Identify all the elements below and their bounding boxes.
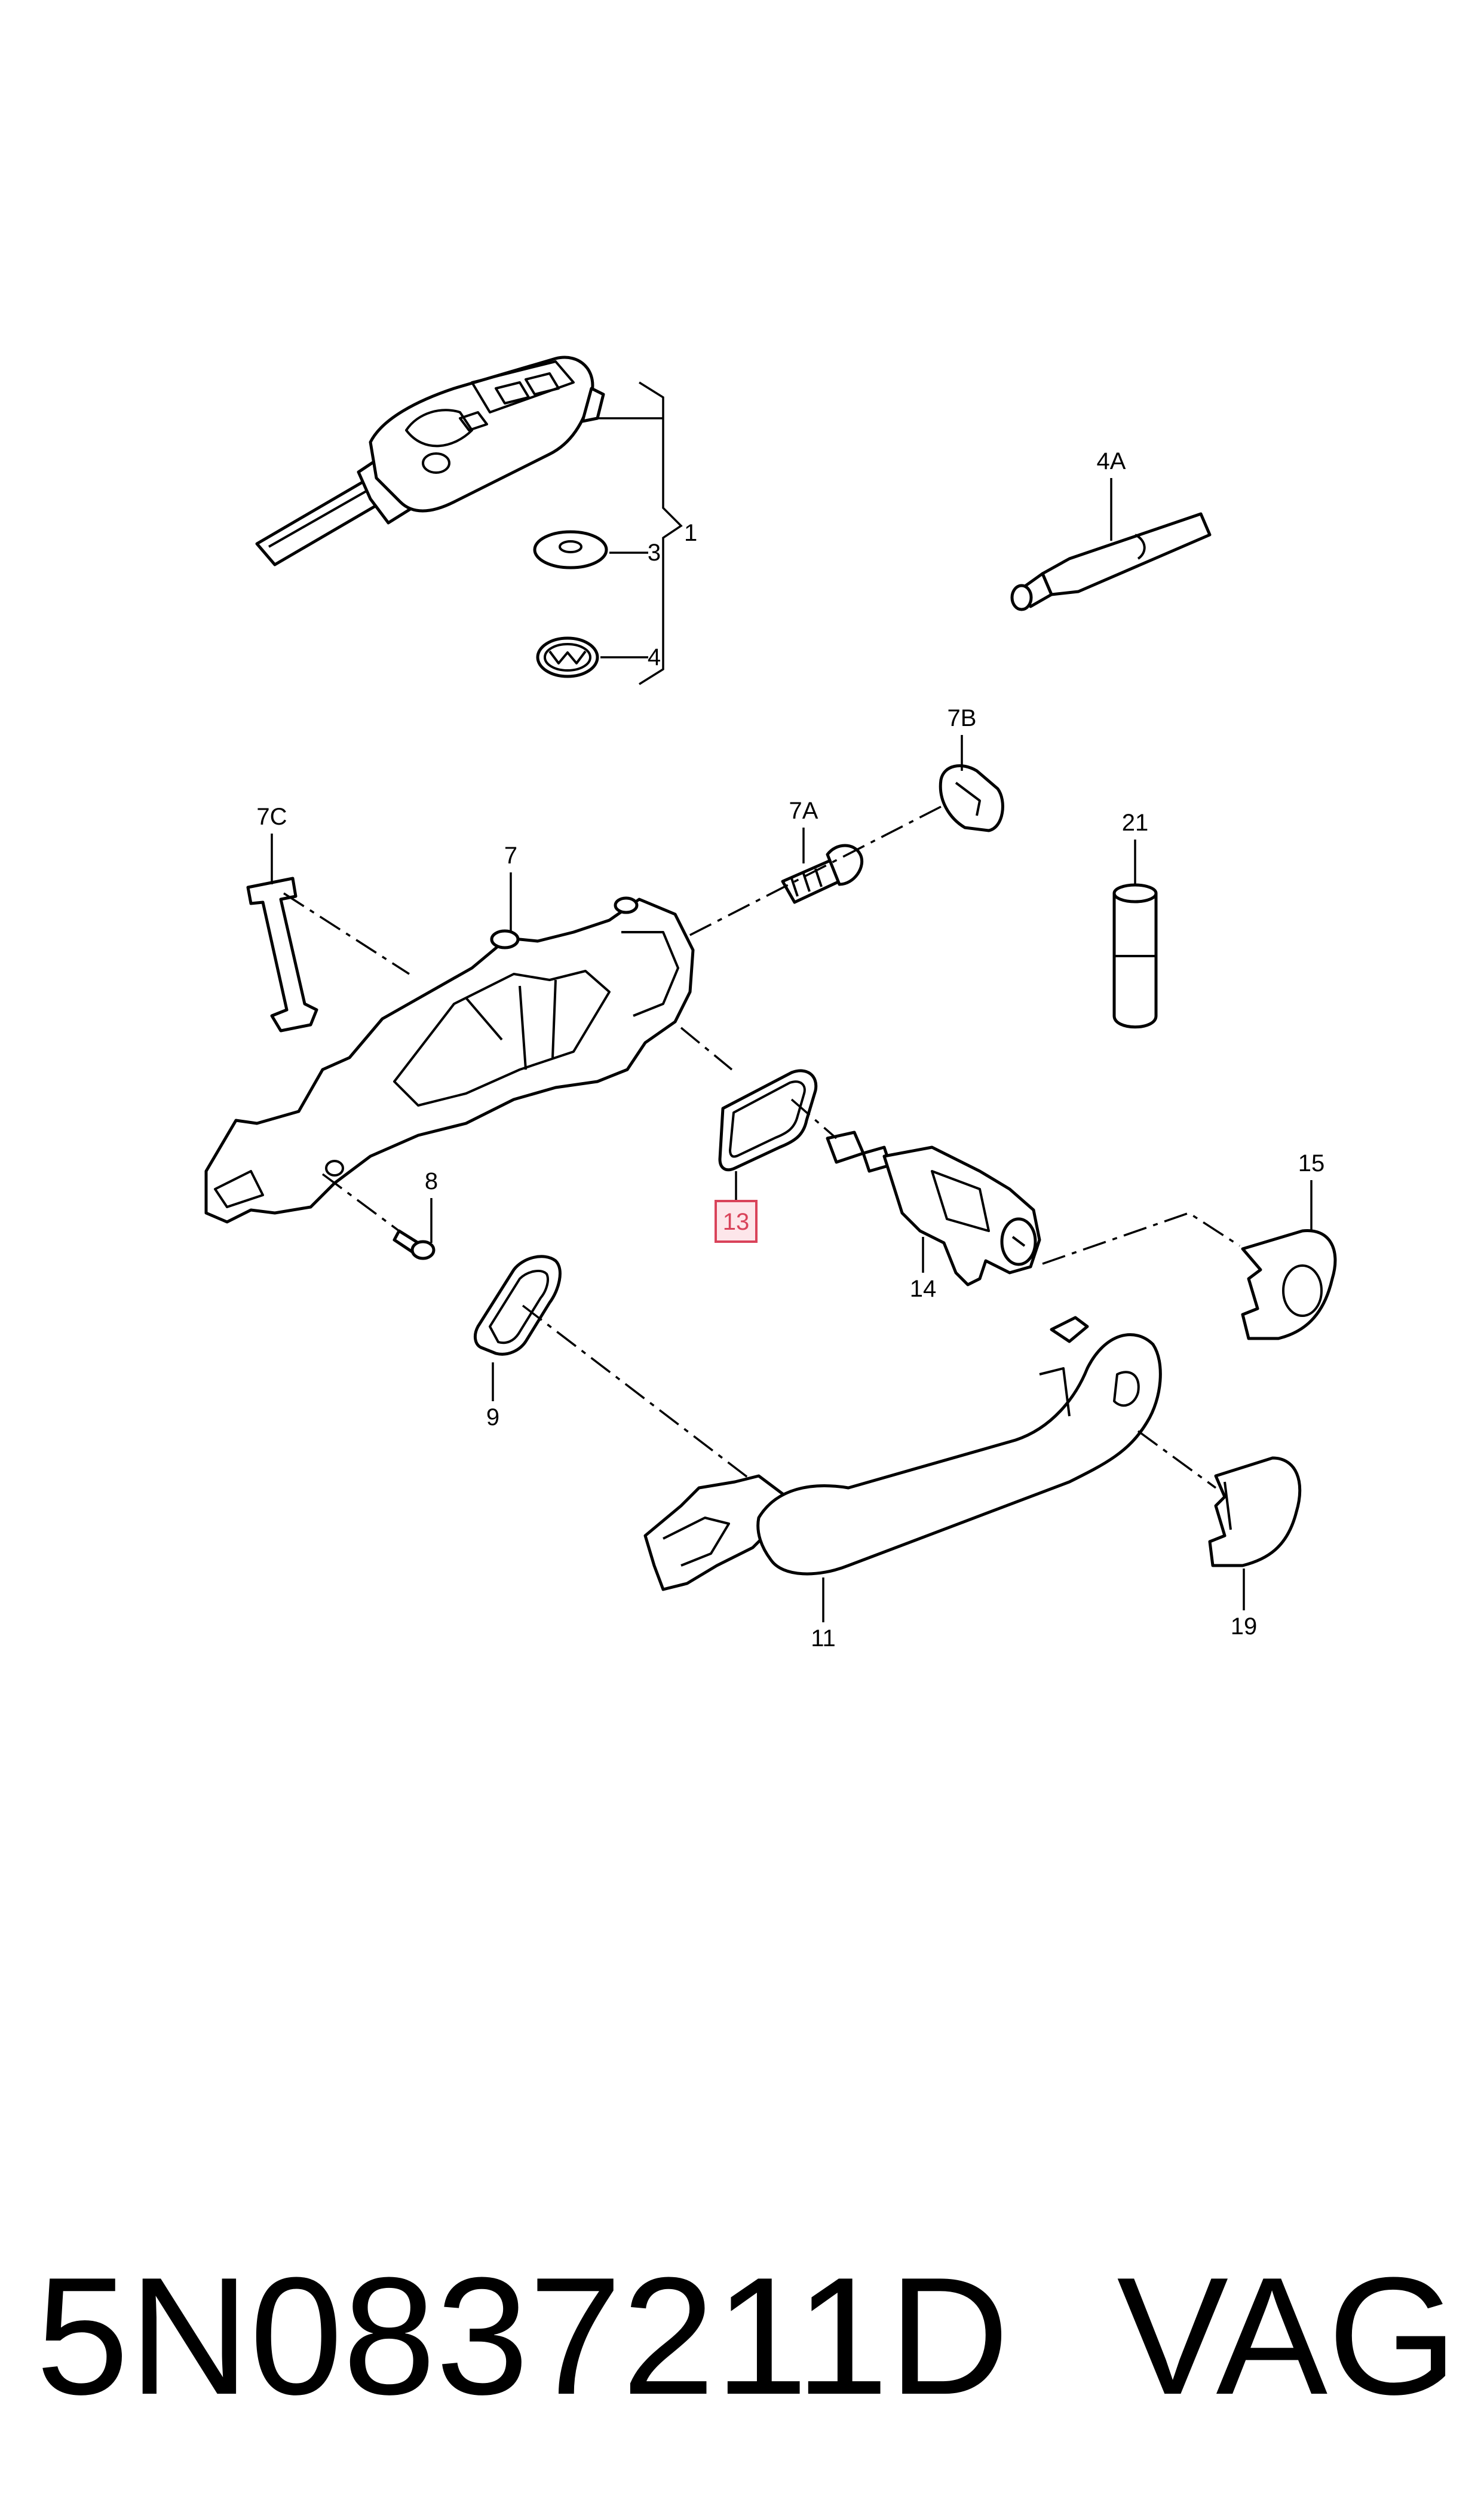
lock-cylinder-drawing [826, 1131, 1041, 1286]
pin-drawing [1112, 840, 1158, 1029]
callout-13-highlight: 13 [715, 1200, 758, 1243]
callout-7a: 7A [789, 798, 818, 824]
callout-11: 11 [811, 1625, 836, 1652]
callout-13: 13 [723, 1209, 750, 1235]
callout-4: 4 [648, 644, 661, 670]
callout-9: 9 [486, 1404, 499, 1430]
callout-3: 3 [648, 540, 661, 566]
part-footer: 5N0837211D VAG [36, 2247, 1458, 2426]
bolt-7a-drawing [781, 828, 864, 904]
cap-15-drawing [1241, 1180, 1337, 1340]
gasket-9-drawing [473, 1255, 562, 1401]
callout-21: 21 [1122, 810, 1149, 836]
grease-tube-drawing [1010, 478, 1212, 611]
carrier-frame-drawing [204, 872, 695, 1224]
screw-8-drawing [393, 1198, 436, 1260]
bracket-7c-drawing [246, 834, 318, 1033]
callout-labels: 1 3 4 4A 7 7A 7B 7C 8 9 11 14 15 19 21 1… [256, 448, 1324, 1652]
assembly-lines [283, 805, 1240, 1489]
callout-19: 19 [1231, 1613, 1258, 1640]
callout-15: 15 [1298, 1150, 1325, 1177]
callout-1: 1 [684, 520, 697, 546]
cap-19-drawing [1208, 1456, 1302, 1610]
callout-8: 8 [425, 1168, 438, 1194]
flip-key-drawing [255, 356, 605, 566]
part-number: 5N0837211D [36, 2243, 1010, 2430]
emblem-drawing [536, 636, 599, 678]
cap-7b-drawing [939, 735, 1004, 832]
brand-label: VAG [1117, 2243, 1458, 2430]
key-bracket [597, 381, 683, 685]
gasket-13-drawing [718, 1069, 818, 1201]
callout-7c: 7C [256, 804, 287, 830]
washer-drawing [533, 530, 608, 569]
callout-4a: 4A [1097, 448, 1126, 474]
door-handle-drawing [643, 1316, 1162, 1622]
callout-7: 7 [504, 843, 517, 869]
callout-14: 14 [910, 1276, 937, 1302]
callout-7b: 7B [948, 705, 977, 731]
